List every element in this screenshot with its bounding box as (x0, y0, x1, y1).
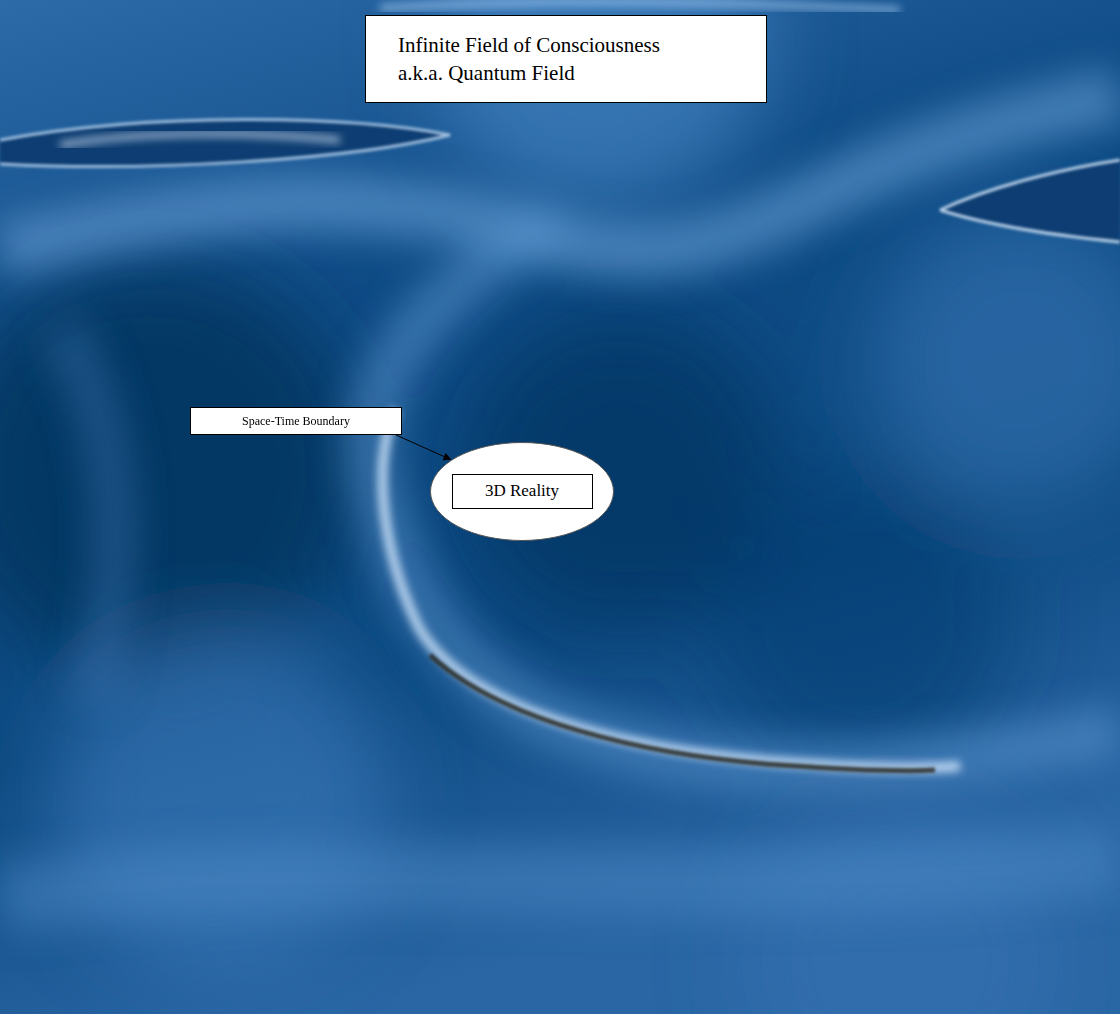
field-bands (0, 95, 1120, 900)
field-label-box: Infinite Field of Consciousnessa.k.a. Qu… (365, 15, 767, 103)
reality-ellipse: 3D Reality (430, 442, 614, 541)
reality-label: 3D Reality (452, 474, 593, 509)
boundary-label-box: Space-Time Boundary (190, 407, 402, 435)
pointer-arrow (396, 435, 451, 460)
node-label: a.k.a. Quantum Field (398, 59, 734, 87)
node-label: Infinite Field of Consciousness (398, 31, 734, 59)
top-ripple (380, 2, 900, 10)
right-ripple (940, 160, 1120, 242)
upper-left-ripple (0, 119, 450, 166)
swirl-highlight (383, 410, 960, 771)
node-label: Space-Time Boundary (199, 413, 393, 429)
